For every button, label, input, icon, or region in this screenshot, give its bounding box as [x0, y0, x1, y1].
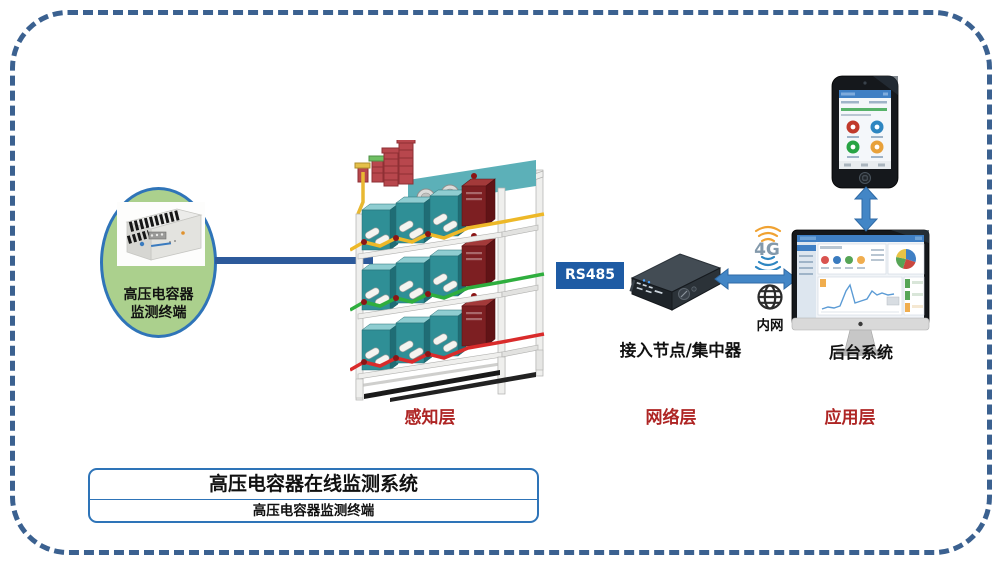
4g-icon: 4G	[754, 225, 782, 270]
capacitor-bank-rack	[350, 140, 545, 402]
intranet-globe-icon	[757, 284, 783, 310]
system-title: 高压电容器在线监测系统	[90, 470, 537, 500]
mobile-phone	[831, 75, 899, 189]
concentrator-label: 接入节点/集中器	[619, 341, 742, 360]
phone-screen	[839, 90, 891, 169]
layer-label-network: 网络层	[645, 408, 697, 428]
rack-shelves	[357, 224, 539, 380]
phone-home-button	[859, 172, 871, 184]
dashed-border	[10, 10, 992, 555]
backend-label: 后台系统	[828, 343, 893, 362]
layer-label-application: 应用层	[824, 408, 876, 428]
layer-label-perception: 感知层	[404, 408, 456, 428]
concentrator-device	[629, 253, 722, 311]
insulator-stacks	[354, 140, 416, 187]
rs485-badge: RS485	[556, 262, 624, 289]
intranet-label: 内网	[756, 318, 784, 334]
dashboard-screen	[797, 235, 925, 318]
terminal-to-rack-connector	[215, 257, 373, 264]
terminal-label-line2: 监测终端	[130, 305, 187, 321]
rack-base	[355, 349, 544, 402]
title-box: 高压电容器在线监测系统 高压电容器监测终端	[88, 468, 539, 523]
wire-connection-dots	[361, 231, 431, 365]
top-yellow-wire	[356, 172, 365, 215]
phone-monitor-arrow	[854, 186, 878, 232]
terminal-device-image	[117, 202, 205, 266]
pie-chart	[895, 249, 916, 269]
monitoring-terminal-node: 高压电容器 监测终端	[100, 187, 217, 338]
capacitor-rows	[361, 173, 496, 371]
phase-wires	[350, 212, 545, 372]
terminal-label-line1: 高压电容器	[123, 287, 194, 303]
system-subtitle: 高压电容器监测终端	[252, 503, 375, 519]
backend-monitor	[791, 229, 930, 356]
4g-text: 4G	[754, 240, 780, 260]
monitor-logo	[858, 321, 863, 327]
